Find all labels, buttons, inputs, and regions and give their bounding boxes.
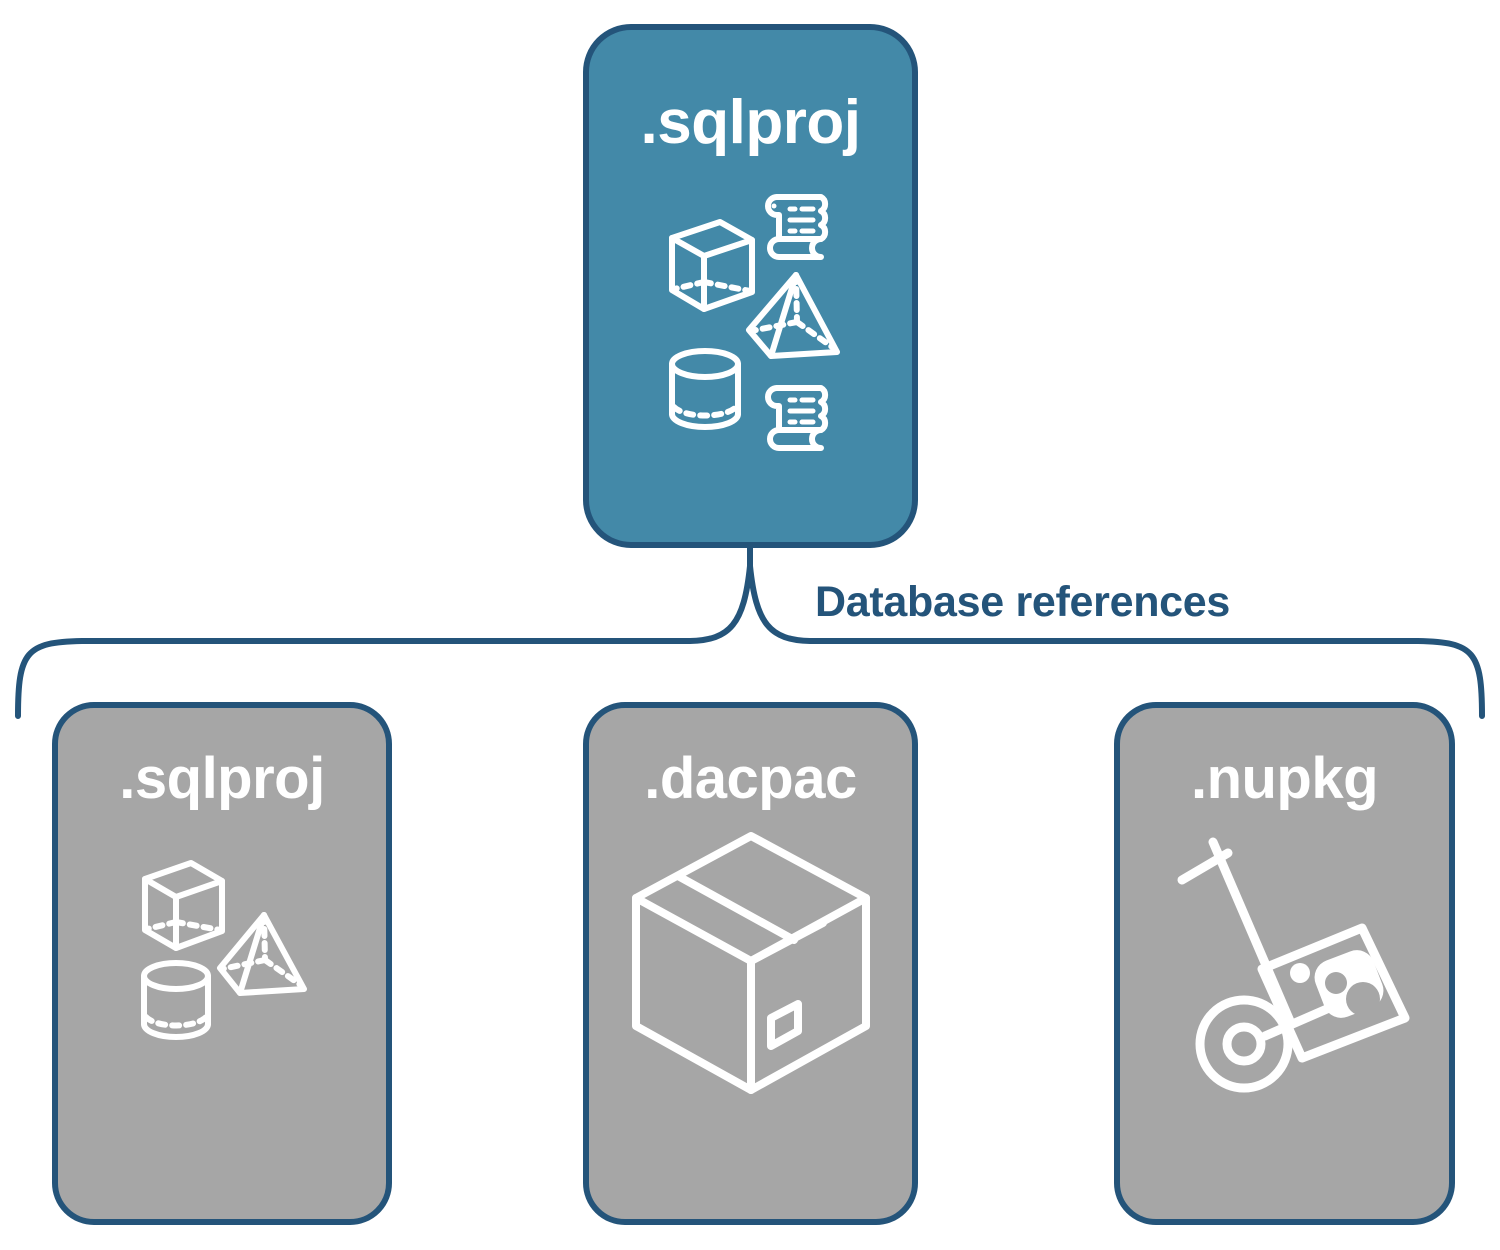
reference-card-nupkg-title: .nupkg: [1190, 746, 1379, 811]
reference-card-dacpac[interactable]: .dacpac: [583, 702, 918, 1225]
nuget-logo-cutouts: [1324, 972, 1380, 1016]
curly-brace: [15, 563, 1485, 719]
cube-icon: [668, 219, 755, 312]
pyramid-icon: [745, 272, 840, 359]
dolly-icon: [1177, 837, 1379, 1093]
database-objects-icon: [668, 194, 840, 451]
hand-truck-package-icon: [1177, 837, 1409, 1093]
package-icon: [1257, 923, 1409, 1063]
cylinder-icon: [668, 348, 741, 430]
database-objects-icon: [141, 860, 307, 1040]
database-references-label: Database references: [815, 578, 1230, 626]
reference-card-nupkg[interactable]: .nupkg: [1114, 702, 1455, 1225]
cylinder-icon: [141, 960, 211, 1040]
cube-icon: [142, 860, 225, 951]
nuget-dot-icon: [1289, 963, 1310, 983]
reference-card-sqlproj[interactable]: .sqlproj: [52, 702, 392, 1225]
sqlproj-source-card[interactable]: .sqlproj: [583, 24, 918, 548]
scroll-icon-bottom: [764, 385, 828, 451]
sqlproj-source-title: .sqlproj: [640, 88, 861, 157]
reference-card-dacpac-title: .dacpac: [644, 746, 857, 811]
reference-card-sqlproj-title: .sqlproj: [119, 746, 325, 811]
package-box-icon: [631, 832, 870, 1094]
pyramid-icon: [217, 912, 307, 996]
scroll-icon-top: [764, 194, 828, 260]
